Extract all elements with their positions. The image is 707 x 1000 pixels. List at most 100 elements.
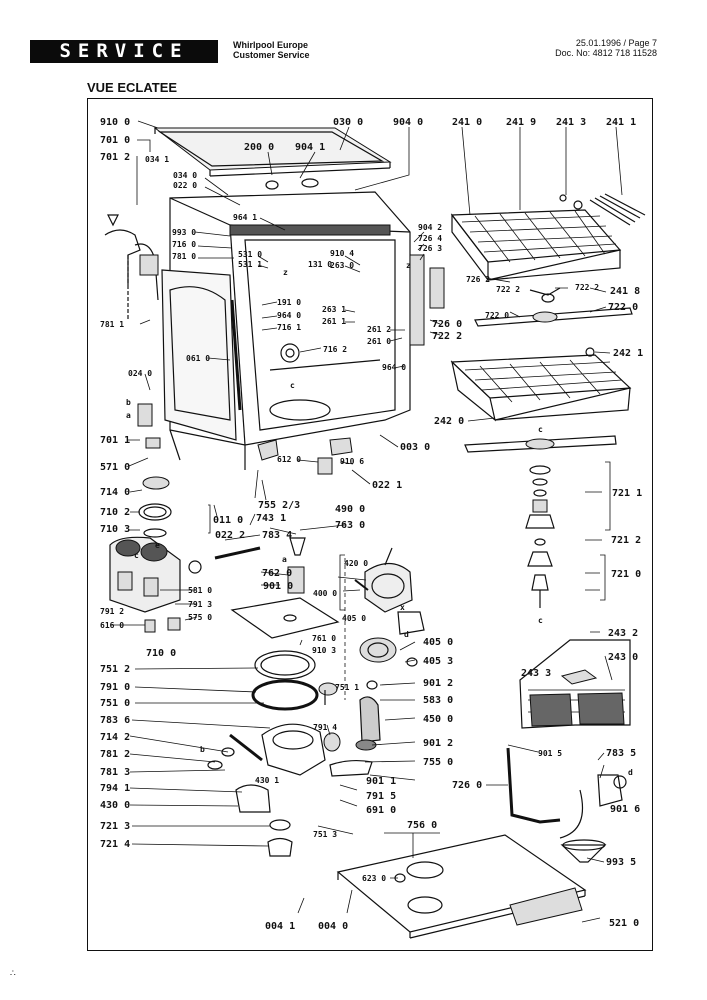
- label-623-0: 623 0: [362, 874, 386, 883]
- label-521-0: 521 0: [609, 918, 639, 929]
- marker-a2: a: [282, 555, 287, 564]
- right-parts: [506, 747, 627, 863]
- label-716-1: 716 1: [277, 323, 301, 332]
- label-791-0: 791 0: [100, 682, 130, 693]
- service-badge: SERVICE: [30, 40, 218, 63]
- label-904-2: 904 2: [418, 223, 442, 232]
- label-241-1: 241 1: [606, 117, 636, 128]
- label-910-6: 910 6: [340, 457, 364, 466]
- label-583-0: 583 0: [423, 695, 453, 706]
- label-755-2-3: 755 2/3: [258, 500, 300, 511]
- label-714-2: 714 2: [100, 732, 130, 743]
- label-721-1: 721 1: [612, 488, 642, 499]
- label-241-3: 241 3: [556, 117, 586, 128]
- label-721-4: 721 4: [100, 839, 130, 850]
- label-722-2a: 722 2: [496, 285, 520, 294]
- label-762-0: 762 0: [262, 568, 292, 579]
- label-131-0: 131 0: [308, 260, 332, 269]
- date-page: 25.01.1996 / Page 7: [575, 38, 657, 48]
- marker-c3: c: [538, 425, 543, 434]
- label-024-0: 024 0: [128, 369, 152, 378]
- label-901-2b: 901 2: [423, 738, 453, 749]
- label-242-0: 242 0: [434, 416, 464, 427]
- label-261-1: 261 1: [322, 317, 346, 326]
- label-531-1: 531 1: [238, 260, 262, 269]
- label-791-2: 791 2: [100, 607, 124, 616]
- part-labels: 910 0 701 0 701 2 034 1 030 0 904 0 241 …: [100, 117, 643, 932]
- label-722-0b: 722 0: [608, 302, 638, 313]
- label-405-3: 405 3: [423, 656, 453, 667]
- label-571-0: 571 0: [100, 462, 130, 473]
- label-781-0: 781 0: [172, 252, 196, 261]
- marker-b2: b: [200, 745, 205, 754]
- label-061-0: 061 0: [186, 354, 210, 363]
- marker-x: x: [400, 603, 405, 612]
- company-block: Whirlpool Europe Customer Service: [233, 40, 310, 60]
- label-755-0: 755 0: [423, 757, 453, 768]
- label-722-2b: 722 2: [575, 283, 599, 292]
- label-430-0: 430 0: [100, 800, 130, 811]
- cabinet: [161, 178, 411, 475]
- label-781-3: 781 3: [100, 767, 130, 778]
- upper-basket: [409, 193, 646, 346]
- label-964-1: 964 1: [233, 213, 257, 222]
- marker-c4: c: [538, 616, 543, 625]
- label-405-0a: 405 0: [342, 614, 366, 623]
- label-581-0: 581 0: [188, 586, 212, 595]
- label-726-0: 726 0: [432, 319, 462, 330]
- lower-spray-arm: [464, 435, 617, 608]
- marker-z2: z: [406, 261, 411, 270]
- label-490-0: 490 0: [335, 504, 365, 515]
- label-616-0: 616 0: [100, 621, 124, 630]
- label-701-0: 701 0: [100, 135, 130, 146]
- label-430-1: 430 1: [255, 776, 279, 785]
- label-420-0: 420 0: [344, 559, 368, 568]
- label-993-0: 993 0: [172, 228, 196, 237]
- company-dept: Customer Service: [233, 50, 310, 60]
- label-781-2: 781 2: [100, 749, 130, 760]
- connector-markers: b a c z z e c a x d c c b d: [126, 261, 633, 777]
- label-904-0: 904 0: [393, 117, 423, 128]
- label-701-1: 701 1: [100, 435, 130, 446]
- upper-spray-arm: [474, 287, 633, 327]
- lower-basket: [450, 347, 632, 422]
- label-243-3: 243 3: [521, 668, 551, 679]
- brackets: [208, 461, 611, 611]
- label-241-9: 241 9: [506, 117, 536, 128]
- label-405-0b: 405 0: [423, 637, 453, 648]
- label-716-0: 716 0: [172, 240, 196, 249]
- label-243-0: 243 0: [608, 652, 638, 663]
- label-901-0: 901 0: [263, 581, 293, 592]
- label-743-1: 743 1: [256, 513, 286, 524]
- label-756-0: 756 0: [407, 820, 437, 831]
- label-243-2: 243 2: [608, 628, 638, 639]
- label-691-0: 691 0: [366, 805, 396, 816]
- marker-z1: z: [283, 268, 288, 277]
- diagram-frame: [87, 98, 653, 951]
- label-261-0: 261 0: [367, 337, 391, 346]
- label-263-1: 263 1: [322, 305, 346, 314]
- label-200-0: 200 0: [244, 142, 274, 153]
- label-531-0: 531 0: [238, 250, 262, 259]
- label-726-2: 726 2: [466, 275, 490, 284]
- left-hoses: [104, 214, 161, 449]
- label-722-2c: 722 2: [432, 331, 462, 342]
- label-011-0: 011 0: [213, 515, 243, 526]
- section-title: VUE ECLATEE: [87, 80, 178, 95]
- label-722-0a: 722 0: [485, 311, 509, 320]
- label-710-0: 710 0: [146, 648, 176, 659]
- label-964-0a: 964 0: [277, 311, 301, 320]
- label-763-0: 763 0: [335, 520, 365, 531]
- leader-lines: [110, 120, 623, 923]
- company-name: Whirlpool Europe: [233, 40, 308, 50]
- doc-info: 25.01.1996 / Page 7 Doc. No: 4812 718 11…: [555, 38, 657, 58]
- label-726-4: 726 4: [418, 234, 442, 243]
- label-751-0: 751 0: [100, 698, 130, 709]
- marker-d2: d: [628, 768, 633, 777]
- label-004-0: 004 0: [318, 921, 348, 932]
- label-964-0b: 964 0: [382, 363, 406, 372]
- label-003-0: 003 0: [400, 442, 430, 453]
- label-751-3: 751 3: [313, 830, 337, 839]
- marker-a: a: [126, 411, 131, 420]
